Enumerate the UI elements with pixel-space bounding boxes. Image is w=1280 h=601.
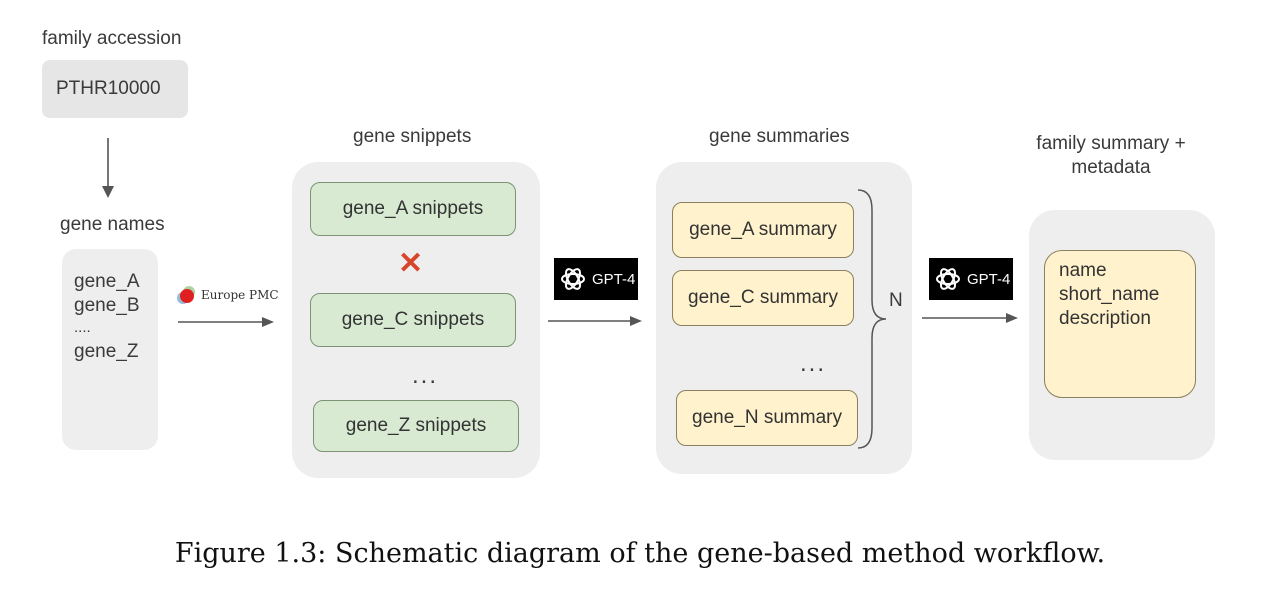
europe-pmc-label: Europe PMC	[201, 288, 279, 302]
gpt4-badge-1: GPT-4	[554, 258, 638, 300]
gpt4-label: GPT-4	[592, 270, 636, 288]
family-summary-title: family summary + metadata	[1016, 132, 1206, 180]
family-accession-box: PTHR10000	[42, 60, 188, 118]
summary-label: gene_N summary	[692, 407, 842, 428]
openai-logo-icon	[561, 268, 585, 290]
arrow-to-family-summary	[922, 313, 1018, 323]
removed-x-icon: ✕	[398, 247, 424, 280]
arrow-to-summaries	[548, 316, 642, 326]
family-summary-title-line2: metadata	[1071, 157, 1151, 178]
summaries-ellipsis: ...	[800, 350, 827, 377]
family-summary-title-line1: family summary +	[1036, 133, 1186, 154]
family-accession-value: PTHR10000	[56, 78, 161, 99]
summary-box-gene-n: gene_N summary	[676, 390, 858, 446]
gene-name-item: gene_A	[74, 271, 140, 292]
summary-label: gene_C summary	[688, 287, 838, 308]
gene-name-item: ....	[74, 319, 91, 336]
snippet-box-gene-z: gene_Z snippets	[313, 400, 519, 452]
gene-summaries-title: gene summaries	[709, 126, 850, 147]
gene-names-title: gene names	[60, 214, 165, 235]
snippet-label: gene_Z snippets	[345, 415, 487, 436]
brace-n-label: N	[889, 290, 903, 311]
snippets-ellipsis: ...	[412, 362, 439, 389]
down-arrow	[102, 138, 114, 198]
gene-name-item: gene_B	[74, 295, 140, 316]
summary-label: gene_A summary	[689, 219, 837, 240]
europe-pmc-logo-icon	[177, 286, 195, 304]
summaries-brace	[857, 189, 887, 449]
snippet-label: gene_A snippets	[342, 198, 484, 219]
gene-names-panel: gene_A gene_B .... gene_Z	[62, 249, 158, 450]
arrow-to-snippets	[178, 317, 274, 327]
gpt4-label: GPT-4	[967, 270, 1011, 288]
snippet-box-gene-a: gene_A snippets	[310, 182, 516, 236]
summary-box-gene-c: gene_C summary	[672, 270, 854, 326]
family-summary-box: name short_name description	[1044, 250, 1196, 398]
gpt4-badge-2: GPT-4	[929, 258, 1013, 300]
field-short-name: short_name	[1059, 284, 1160, 305]
openai-logo-icon	[936, 268, 960, 290]
summary-box-gene-a: gene_A summary	[672, 202, 854, 258]
snippet-box-gene-c: gene_C snippets	[310, 293, 516, 347]
field-description: description	[1059, 308, 1151, 329]
gene-snippets-title: gene snippets	[353, 126, 472, 147]
gene-name-item: gene_Z	[74, 341, 139, 362]
family-accession-title: family accession	[42, 28, 182, 49]
field-name: name	[1059, 260, 1107, 281]
snippet-label: gene_C snippets	[341, 309, 485, 330]
figure-caption: Figure 1.3: Schematic diagram of the gen…	[174, 538, 1106, 569]
